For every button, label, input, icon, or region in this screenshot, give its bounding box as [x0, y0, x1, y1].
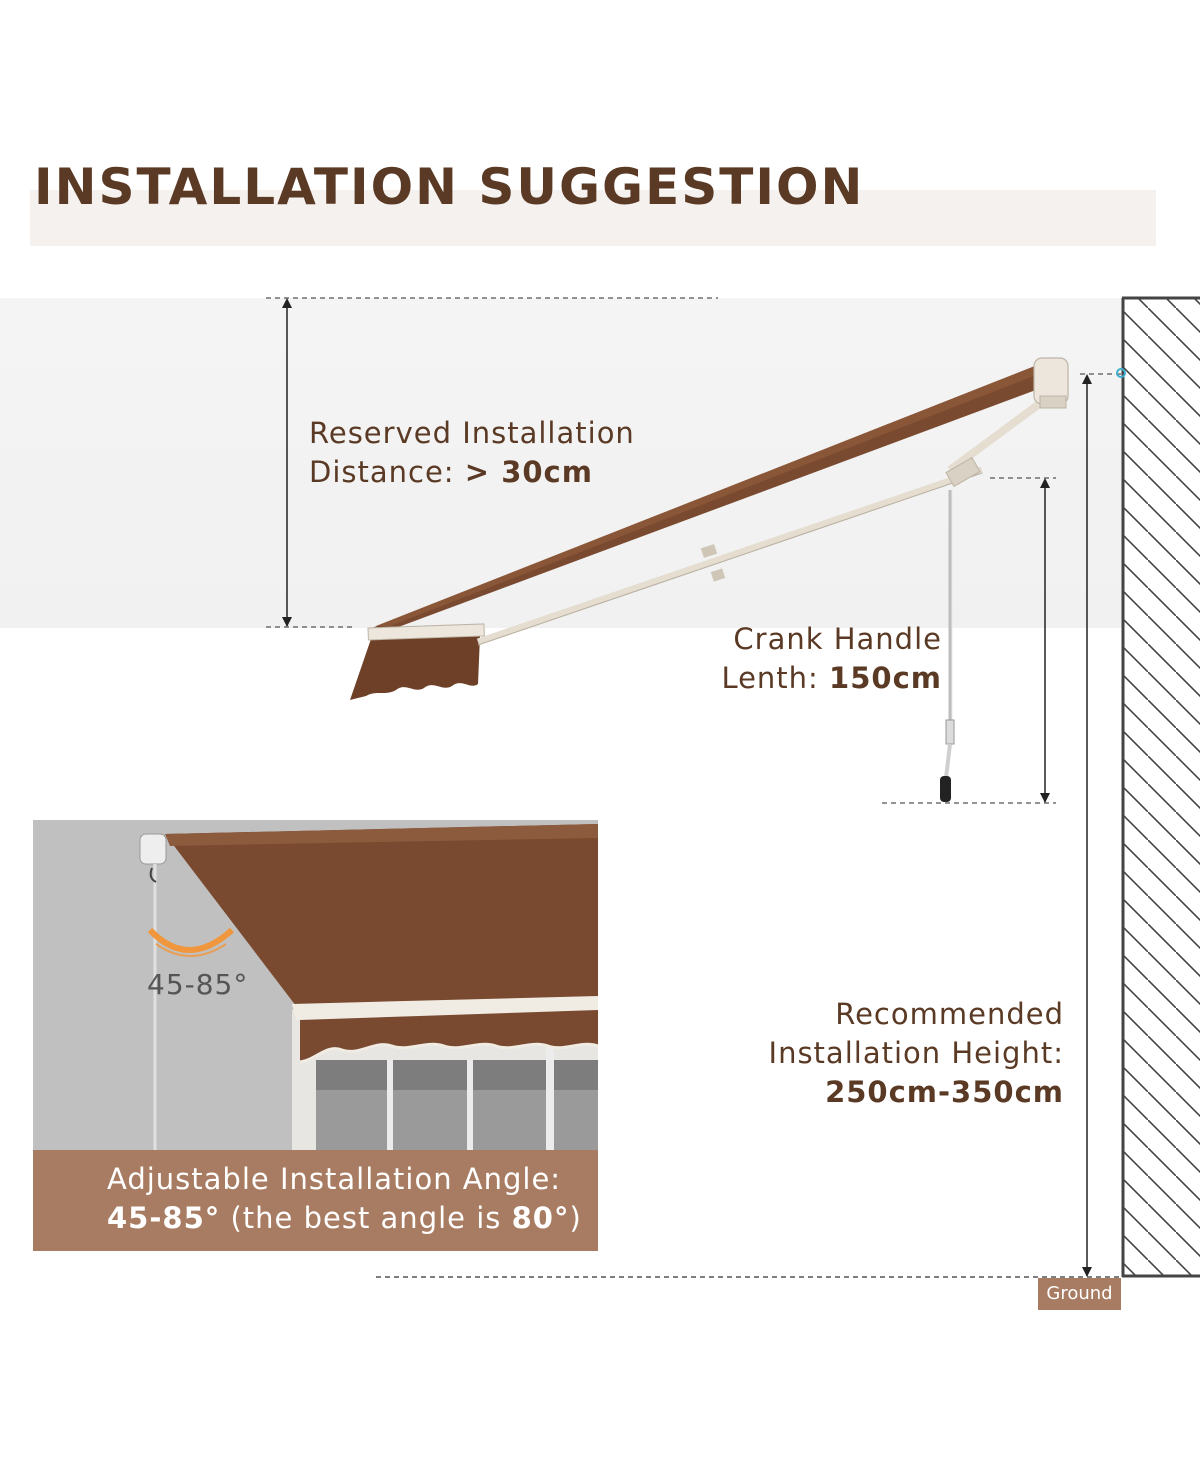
height-value: 250cm-350cm — [825, 1075, 1064, 1109]
height-line2: Installation Height: — [768, 1036, 1064, 1070]
reserved-distance-band — [0, 298, 1122, 628]
reserved-prefix: Distance: — [309, 455, 465, 489]
crank-length-dimension — [882, 477, 1056, 804]
crank-handle-icon — [940, 490, 955, 802]
hook-icon — [1116, 368, 1126, 378]
angle-caption-mid: (the best angle is — [220, 1201, 512, 1235]
wall — [1121, 296, 1200, 1278]
crank-line2: Lenth: 150cm — [721, 659, 942, 698]
angle-caption-line2: 45-85° (the best angle is 80°) — [107, 1199, 582, 1238]
height-line3: 250cm-350cm — [769, 1073, 1064, 1112]
reserved-value: > 30cm — [464, 455, 593, 489]
angle-caption-end: ) — [569, 1201, 582, 1235]
angle-inset-photo — [33, 820, 598, 1150]
reserved-distance-dimension — [266, 297, 718, 628]
crank-prefix: Lenth: — [721, 661, 830, 695]
best-angle-value: 80° — [511, 1201, 570, 1235]
angle-arc-icon — [147, 927, 235, 953]
hook-icon — [149, 867, 157, 883]
crank-value: 150cm — [829, 661, 942, 695]
angle-range-value: 45-85° — [107, 1201, 221, 1235]
height-line1: Recommended — [835, 997, 1064, 1031]
angle-caption-box — [33, 1150, 598, 1251]
awning — [350, 357, 1069, 700]
angle-caption: Adjustable Installation Angle: 45-85° (t… — [107, 1160, 582, 1238]
installation-height-label: Recommended Installation Height: 250cm-3… — [769, 995, 1064, 1112]
ground-badge: Ground — [1038, 1278, 1121, 1310]
angle-badge: 45-85° — [147, 968, 249, 1001]
page-title: INSTALLATION SUGGESTION — [34, 158, 865, 216]
reserved-line1: Reserved Installation — [309, 416, 635, 450]
title-band — [30, 190, 1156, 246]
angle-caption-line1: Adjustable Installation Angle: — [107, 1162, 562, 1196]
reserved-line2: Distance: > 30cm — [309, 453, 635, 492]
crank-line1: Crank Handle — [733, 622, 942, 656]
installation-height-dimension — [1080, 368, 1126, 1277]
reserved-distance-label: Reserved Installation Distance: > 30cm — [309, 414, 635, 492]
crank-length-label: Crank Handle Lenth: 150cm — [721, 620, 942, 698]
